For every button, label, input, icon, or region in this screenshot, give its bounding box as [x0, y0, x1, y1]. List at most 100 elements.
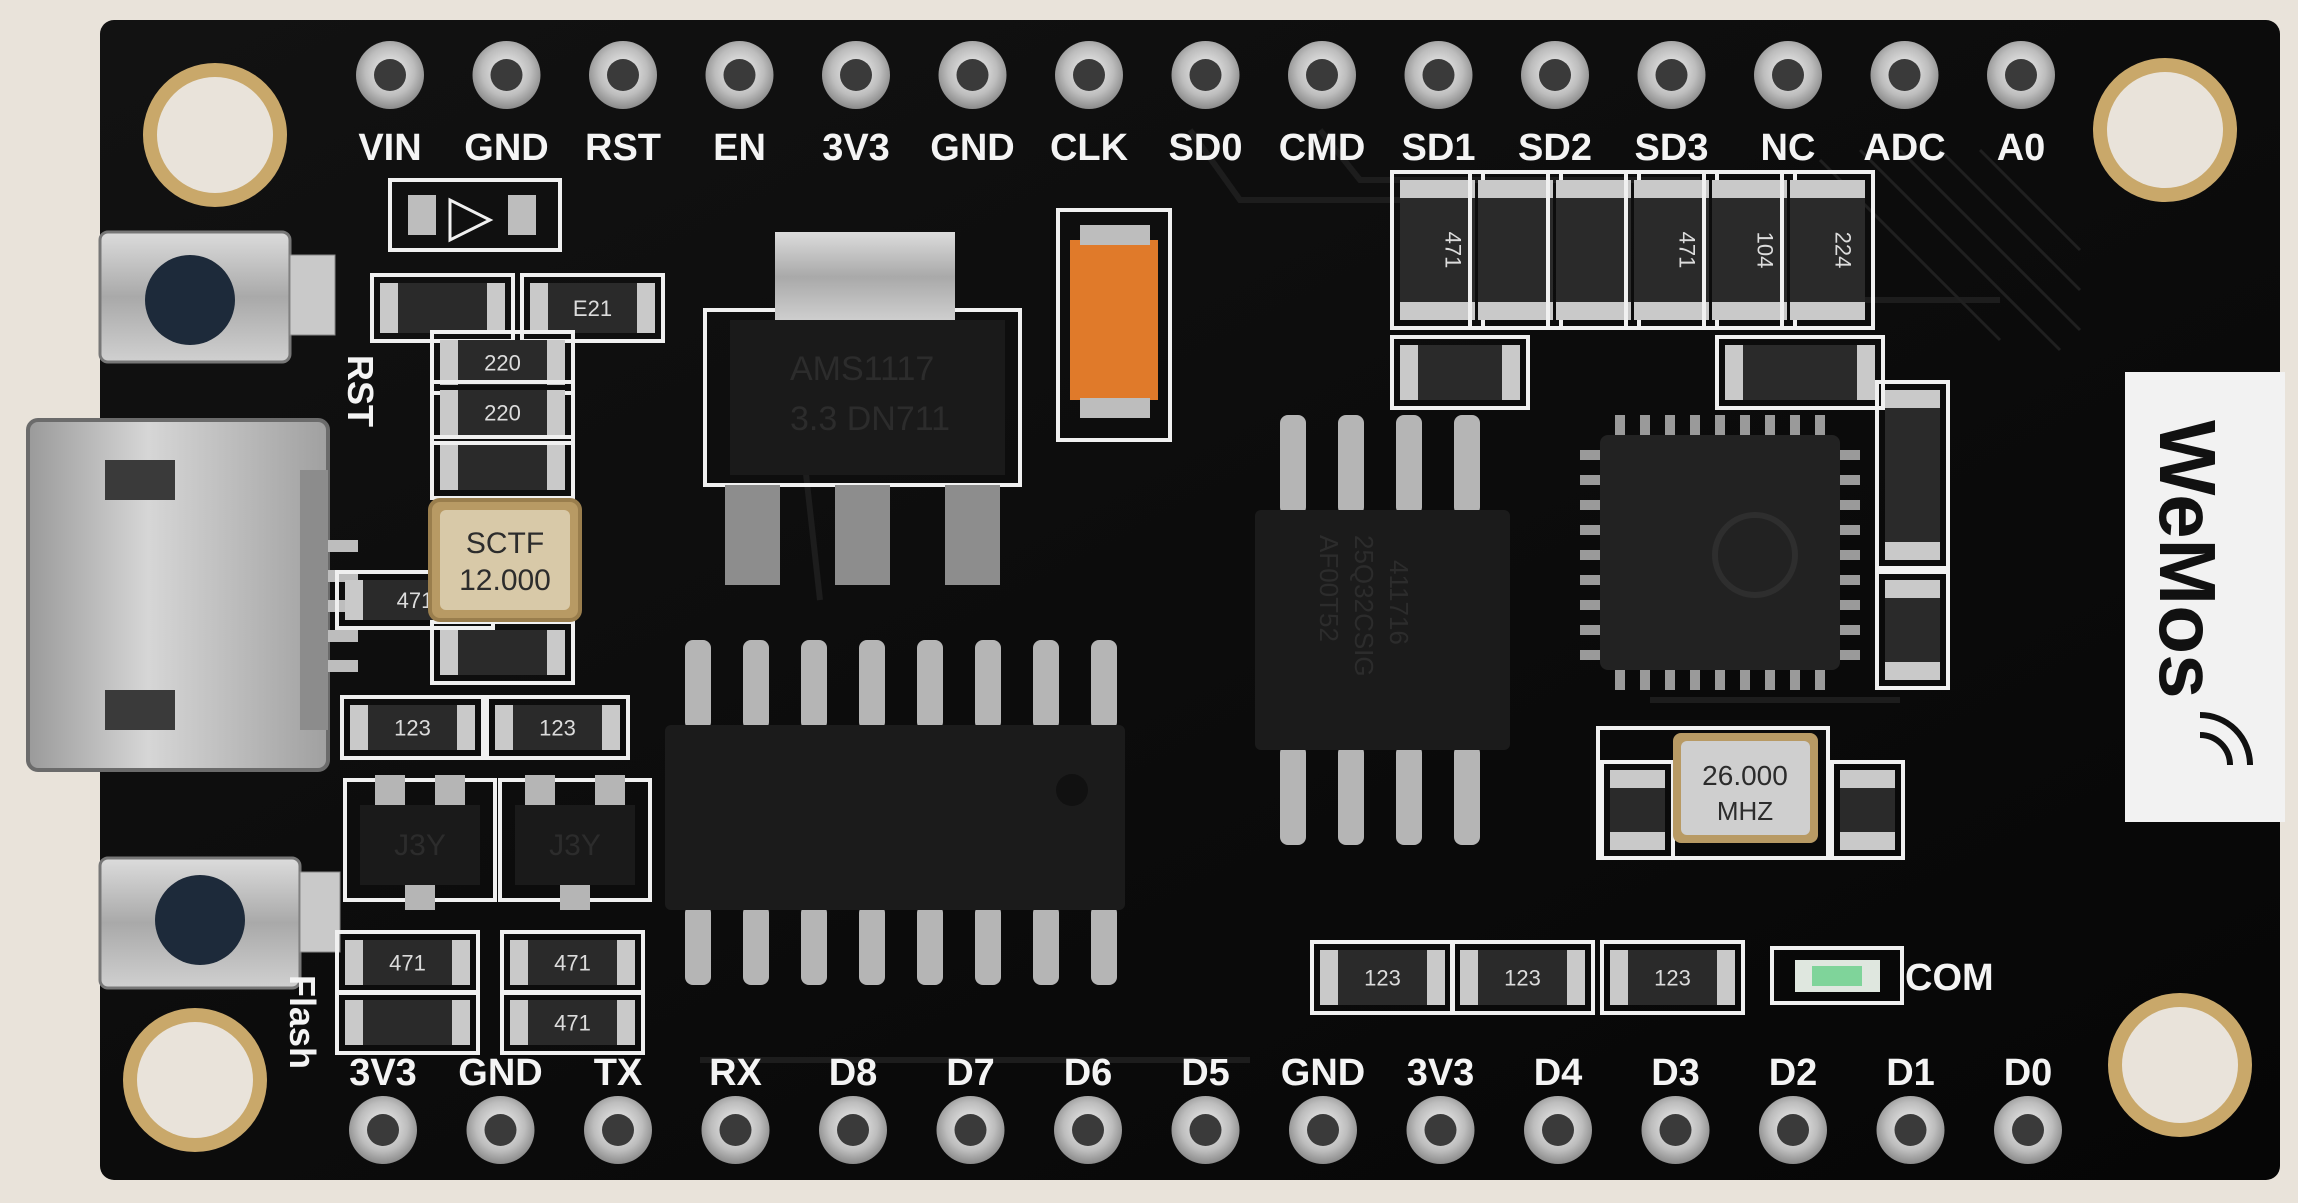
- passive-terminal: [1840, 770, 1895, 788]
- pcb-traces: [700, 128, 2000, 1063]
- passive-terminal: [1840, 832, 1895, 850]
- chip-leg: [975, 640, 1001, 730]
- top-pin-pad-hole: [723, 59, 756, 91]
- passive-terminal: [487, 283, 505, 333]
- bottom-pin-pad-hole: [1894, 1114, 1927, 1146]
- passive-body: [1320, 950, 1445, 1005]
- passive-terminal: [510, 940, 528, 985]
- passive-marking: 471: [554, 1011, 591, 1036]
- chip-leg: [1091, 640, 1117, 730]
- tantalum-capacitor: [1056, 208, 1172, 442]
- passive-terminal: [547, 445, 565, 490]
- passive-silk-box: [1450, 940, 1595, 1015]
- passive-marking: 471: [1441, 232, 1466, 269]
- chip-leg: [1615, 668, 1625, 690]
- passive-marking: 123: [1654, 966, 1691, 991]
- chip-leg: [1690, 415, 1700, 437]
- chip-leg: [1740, 668, 1750, 690]
- micro-usb-connector[interactable]: [26, 418, 358, 772]
- passive-silk-box: [1715, 335, 1885, 410]
- passive-terminal: [547, 630, 565, 675]
- passive-body: [1712, 180, 1787, 320]
- top-pin-pad-hole: [956, 59, 989, 91]
- passive-marking: 471: [554, 951, 591, 976]
- passive-terminal: [452, 1000, 470, 1045]
- passive-terminal: [1634, 180, 1709, 198]
- top-pin-pad-hole: [1306, 59, 1338, 91]
- passive-body: [1725, 345, 1875, 400]
- esp8266-chip: [1580, 415, 1860, 690]
- bottom-pin-label: D0: [2004, 1052, 2053, 1094]
- passive-terminal: [1610, 832, 1665, 850]
- passive-body: [1634, 180, 1709, 320]
- chip-leg: [1396, 745, 1422, 845]
- top-pin-pad-hole: [1772, 59, 1804, 91]
- com-led-label: COM: [1905, 957, 1994, 999]
- chip-leg: [1815, 668, 1825, 690]
- com-led: [1770, 946, 1904, 1005]
- passive-terminal: [602, 705, 620, 750]
- passive-body: [1400, 345, 1520, 400]
- passive-terminal: [440, 630, 458, 675]
- passive-silk-box: [1780, 170, 1875, 330]
- chip-leg: [685, 905, 711, 985]
- bottom-pin-pads: [349, 1096, 2062, 1164]
- chip-leg: [1715, 668, 1725, 690]
- bottom-pin-label: D2: [1769, 1052, 1818, 1094]
- logo-text: WeMos: [2143, 420, 2232, 699]
- passive-body: [1885, 390, 1940, 560]
- main-crystal: 26.000 MHZ: [1596, 726, 1830, 860]
- bottom-pin-pad-hole: [1307, 1114, 1339, 1146]
- diode: [388, 178, 562, 252]
- usb-crystal: SCTF 12.000: [428, 498, 582, 622]
- chip-leg: [1338, 745, 1364, 845]
- passive-terminal: [547, 340, 565, 385]
- wemos-logo: WeMos: [2125, 372, 2285, 822]
- usb-crystal-line2: 12.000: [459, 564, 551, 597]
- passive-terminal: [350, 705, 368, 750]
- chip-leg: [1838, 550, 1860, 560]
- passive-terminal: [440, 445, 458, 490]
- chip-leg: [1280, 745, 1306, 845]
- passive-terminal: [1427, 950, 1445, 1005]
- transistor-1-label: J3Y: [394, 829, 446, 862]
- chip-leg: [1640, 668, 1650, 690]
- chip-leg: [1665, 415, 1675, 437]
- passive-terminal: [637, 283, 655, 333]
- chip-leg: [1580, 600, 1602, 610]
- top-pin-label: SD1: [1402, 127, 1476, 169]
- chip-leg: [1615, 415, 1625, 437]
- passive-terminal: [1400, 302, 1475, 320]
- passive-terminal: [530, 283, 548, 333]
- chip-leg: [1580, 550, 1602, 560]
- top-pin-pad-hole: [1539, 59, 1571, 91]
- chip-leg: [743, 640, 769, 730]
- passive-body: [440, 340, 565, 385]
- passive-terminal: [1885, 542, 1940, 560]
- passive-terminal: [1320, 950, 1338, 1005]
- top-pin-label: EN: [713, 127, 766, 169]
- top-pin-label: SD0: [1169, 127, 1243, 169]
- chip-leg: [1838, 600, 1860, 610]
- chip-leg: [1838, 475, 1860, 485]
- passive-body: [1400, 180, 1475, 320]
- bottom-pin-pad-hole: [602, 1114, 634, 1146]
- chip-leg: [1091, 905, 1117, 985]
- passive-terminal: [1857, 345, 1875, 400]
- chip-leg: [1580, 525, 1602, 535]
- passive-terminal: [1885, 580, 1940, 598]
- chip-leg: [1580, 500, 1602, 510]
- flash-chip-line1: AF00T52: [1314, 535, 1344, 642]
- chip-leg: [1815, 415, 1825, 437]
- passive-terminal: [1610, 950, 1628, 1005]
- passive-terminal: [345, 940, 363, 985]
- passive-terminal: [1725, 345, 1743, 400]
- reset-button[interactable]: [98, 230, 336, 364]
- flash-chip-line3: 411716: [1384, 560, 1414, 645]
- passive-terminal: [1712, 302, 1787, 320]
- bottom-pin-pad-hole: [719, 1114, 752, 1146]
- flash-button[interactable]: [98, 856, 341, 990]
- passive-body: [1556, 180, 1631, 320]
- chip-leg: [1280, 415, 1306, 515]
